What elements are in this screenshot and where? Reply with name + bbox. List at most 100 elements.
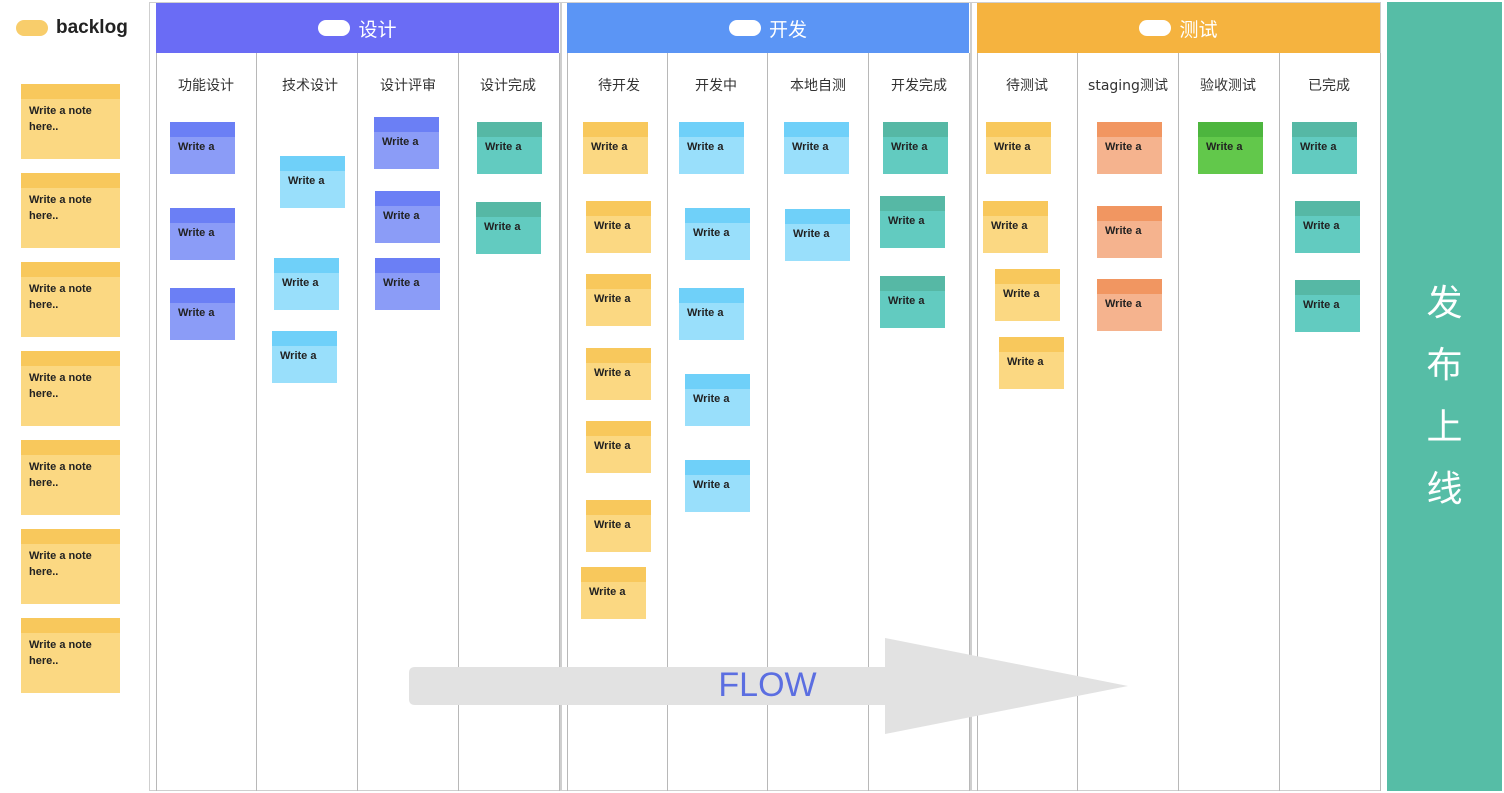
sticky-note[interactable]: Write a xyxy=(586,421,651,473)
sticky-note[interactable]: Write a xyxy=(880,276,945,328)
note-band xyxy=(170,122,235,137)
sticky-note[interactable]: Write a xyxy=(784,122,849,174)
note-band xyxy=(21,84,120,99)
release-column: 发 布 上 线 xyxy=(1387,2,1502,791)
column-divider xyxy=(559,53,560,791)
sticky-note[interactable]: Write a xyxy=(586,274,651,326)
backlog-note[interactable]: Write a note here.. xyxy=(21,351,120,426)
sticky-note[interactable]: Write a xyxy=(679,122,744,174)
stage-title: 开发 xyxy=(768,19,807,41)
stage-header-test: 测试 xyxy=(977,3,1380,53)
note-text: Write a xyxy=(382,136,419,148)
note-text: Write a xyxy=(687,307,724,319)
note-text: Write a xyxy=(383,277,420,289)
column-divider xyxy=(977,53,978,791)
note-text: Write a xyxy=(792,141,829,153)
sticky-note[interactable]: Write a xyxy=(477,122,542,174)
sticky-note[interactable]: Write a xyxy=(1295,201,1360,253)
note-band xyxy=(685,374,750,389)
note-band xyxy=(274,258,339,273)
note-band xyxy=(1295,280,1360,295)
backlog-title: backlog xyxy=(16,16,128,40)
backlog-note[interactable]: Write a note here.. xyxy=(21,84,120,159)
backlog-title-text: backlog xyxy=(56,17,128,38)
column-title: staging测试 xyxy=(1088,78,1168,94)
column-title: 验收测试 xyxy=(1200,78,1256,94)
stage-header-dev: 开发 xyxy=(567,3,969,53)
column-title: 开发中 xyxy=(695,78,737,94)
sticky-note[interactable]: Write a xyxy=(685,208,750,260)
sticky-note[interactable]: Write a xyxy=(1097,279,1162,331)
backlog-note[interactable]: Write a note here.. xyxy=(21,173,120,248)
note-band xyxy=(586,500,651,515)
sticky-note[interactable]: Write a xyxy=(880,196,945,248)
sticky-note[interactable]: Write a xyxy=(272,331,337,383)
sticky-note[interactable]: Write a xyxy=(983,201,1048,253)
sticky-note[interactable]: Write a xyxy=(274,258,339,310)
column-divider xyxy=(667,53,668,791)
release-char: 发 xyxy=(1426,282,1463,324)
note-band xyxy=(21,173,120,188)
sticky-note[interactable]: Write a xyxy=(375,191,440,243)
sticky-note[interactable]: Write a xyxy=(1198,122,1263,174)
sticky-note[interactable]: Write a xyxy=(999,337,1064,389)
note-band xyxy=(1198,122,1263,137)
note-text: Write a xyxy=(891,141,928,153)
note-text: Write a xyxy=(1105,141,1142,153)
column-title: 设计评审 xyxy=(380,78,436,94)
sticky-note[interactable]: Write a xyxy=(1292,122,1357,174)
stage-pill-icon xyxy=(1139,20,1172,36)
sticky-note[interactable]: Write a xyxy=(679,288,744,340)
note-band xyxy=(785,209,850,224)
note-band xyxy=(21,618,120,633)
release-char: 线 xyxy=(1426,468,1463,510)
column-divider xyxy=(458,53,459,791)
column-title: 功能设计 xyxy=(178,78,234,94)
sticky-note[interactable]: Write a xyxy=(280,156,345,208)
sticky-note[interactable]: Write a xyxy=(1295,280,1360,332)
note-band xyxy=(586,201,651,216)
column-title: 设计完成 xyxy=(480,78,536,94)
sticky-note[interactable]: Write a xyxy=(685,460,750,512)
backlog-note[interactable]: Write a note here.. xyxy=(21,618,120,693)
backlog-note[interactable]: Write a note here.. xyxy=(21,529,120,604)
note-text: Write a xyxy=(1105,225,1142,237)
sticky-note[interactable]: Write a xyxy=(581,567,646,619)
note-band xyxy=(983,201,1048,216)
sticky-note[interactable]: Write a xyxy=(476,202,541,254)
release-char: 布 xyxy=(1426,344,1463,386)
sticky-note[interactable]: Write a xyxy=(1097,206,1162,258)
sticky-note[interactable]: Write a xyxy=(685,374,750,426)
backlog-note[interactable]: Write a note here.. xyxy=(21,262,120,337)
note-band xyxy=(21,262,120,277)
sticky-note[interactable]: Write a xyxy=(986,122,1051,174)
note-band xyxy=(583,122,648,137)
sticky-note[interactable]: Write a xyxy=(170,208,235,260)
sticky-note[interactable]: Write a xyxy=(170,288,235,340)
note-text: Write a xyxy=(1003,288,1040,300)
sticky-note[interactable]: Write a xyxy=(583,122,648,174)
note-text: Write a note here.. xyxy=(29,372,92,400)
sticky-note[interactable]: Write a xyxy=(586,201,651,253)
note-text: Write a xyxy=(594,440,631,452)
sticky-note[interactable]: Write a xyxy=(170,122,235,174)
sticky-note[interactable]: Write a xyxy=(586,348,651,400)
sticky-note[interactable]: Write a xyxy=(883,122,948,174)
note-text: Write a note here.. xyxy=(29,550,92,578)
note-band xyxy=(272,331,337,346)
sticky-note[interactable]: Write a xyxy=(374,117,439,169)
sticky-note[interactable]: Write a xyxy=(995,269,1060,321)
note-text: Write a xyxy=(1105,298,1142,310)
flow-label: FLOW xyxy=(718,666,817,704)
note-band xyxy=(679,122,744,137)
note-text: Write a xyxy=(693,393,730,405)
note-band xyxy=(581,567,646,582)
note-band xyxy=(685,208,750,223)
sticky-note[interactable]: Write a xyxy=(785,209,850,261)
sticky-note[interactable]: Write a xyxy=(1097,122,1162,174)
backlog-note[interactable]: Write a note here.. xyxy=(21,440,120,515)
note-band xyxy=(21,529,120,544)
note-band xyxy=(586,274,651,289)
sticky-note[interactable]: Write a xyxy=(375,258,440,310)
sticky-note[interactable]: Write a xyxy=(586,500,651,552)
